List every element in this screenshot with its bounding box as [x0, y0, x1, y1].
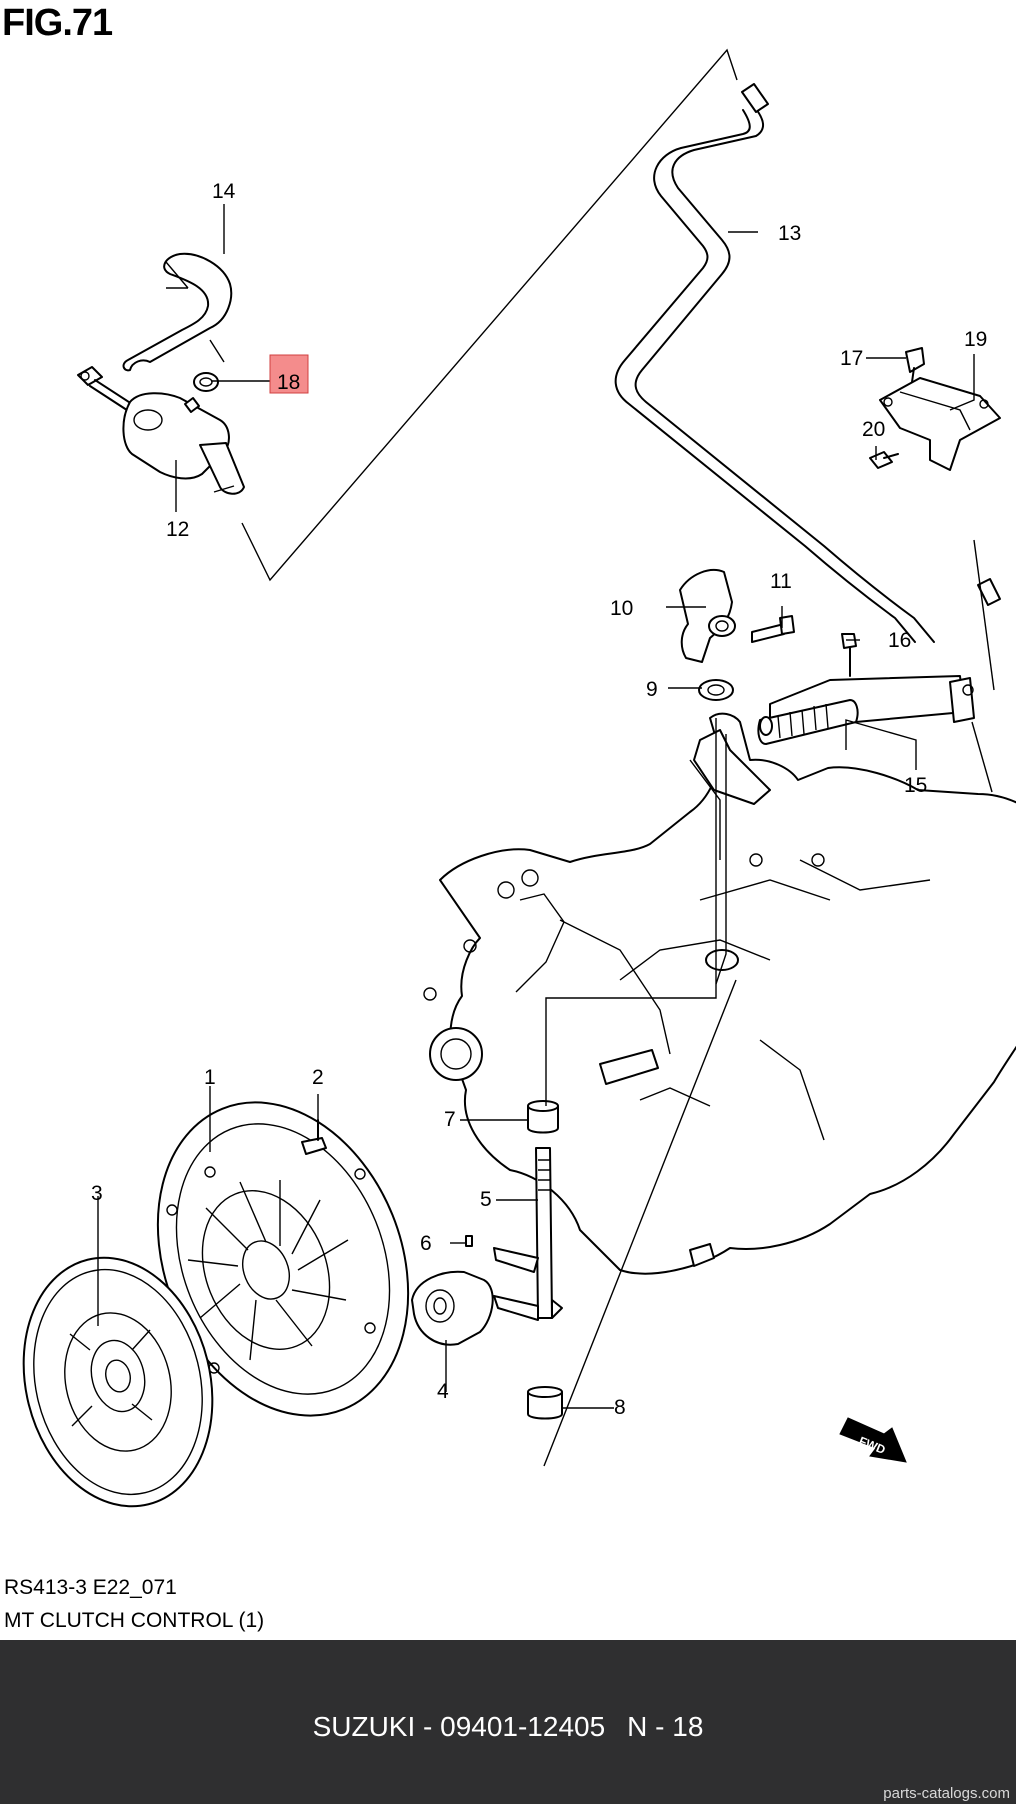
pin: [465, 1235, 473, 1247]
callout-5[interactable]: 5: [480, 1188, 492, 1211]
bracket-bolt-upper: [905, 347, 925, 383]
callout-2[interactable]: 2: [312, 1066, 324, 1089]
callout-6[interactable]: 6: [420, 1232, 432, 1255]
clutch-master-cylinder: [77, 366, 245, 495]
clutch-cover: [156, 1101, 410, 1417]
fwd-arrow-icon: FWD: [839, 1417, 907, 1463]
footer-ref: N - 18: [627, 1711, 704, 1742]
footer-site[interactable]: parts-catalogs.com: [883, 1785, 1010, 1802]
clutch-disc: [22, 1256, 214, 1508]
footer-part-number: SUZUKI - 09401-12405 N - 18: [0, 1711, 1016, 1743]
bracket-bolt-lower: [869, 451, 899, 469]
callout-7[interactable]: 7: [444, 1108, 456, 1131]
callout-16[interactable]: 16: [888, 629, 911, 652]
callout-17[interactable]: 17: [840, 347, 863, 370]
lever-bolt: [751, 615, 795, 643]
cylinder-bolt: [841, 633, 857, 677]
diagram-code: RS413-3 E22_071: [4, 1576, 177, 1599]
exploded-parts-diagram: FWD 1 2 3 4 5 6 7 8: [22, 48, 1016, 1508]
washer: [698, 679, 734, 701]
callout-15[interactable]: 15: [904, 774, 927, 797]
callout-3[interactable]: 3: [91, 1182, 103, 1205]
callout-18[interactable]: 18: [277, 371, 300, 394]
callout-19[interactable]: 19: [964, 328, 987, 351]
callouts: 1 2 3 4 5 6 7 8 9 10 11 12 13 14 15 16 1…: [91, 180, 987, 1419]
callout-20[interactable]: 20: [862, 418, 885, 441]
callout-9[interactable]: 9: [646, 678, 658, 701]
bushing-upper: [527, 1100, 559, 1134]
footer-brand-part: SUZUKI - 09401-12405: [312, 1711, 606, 1742]
callout-18-highlight[interactable]: 18: [269, 354, 309, 394]
pipe-bracket: [879, 377, 1001, 471]
release-lever: [679, 569, 736, 663]
hose-clamp: [193, 372, 219, 392]
callout-10[interactable]: 10: [610, 597, 633, 620]
diagram-name: MT CLUTCH CONTROL (1): [4, 1609, 265, 1632]
callout-8[interactable]: 8: [614, 1396, 626, 1419]
transmission-case: [423, 712, 1016, 1275]
leader-lines: [97, 204, 995, 1467]
callout-1[interactable]: 1: [204, 1066, 216, 1089]
callout-14[interactable]: 14: [212, 180, 236, 203]
callout-4[interactable]: 4: [437, 1380, 449, 1403]
callout-13[interactable]: 13: [778, 222, 801, 245]
callout-12[interactable]: 12: [166, 518, 189, 541]
bushing-lower: [527, 1386, 563, 1420]
footer-bar: SUZUKI - 09401-12405 N - 18 parts-catalog…: [0, 1640, 1016, 1804]
callout-11[interactable]: 11: [770, 570, 792, 593]
clutch-pipe: [614, 83, 1001, 643]
release-shaft: [493, 1147, 563, 1321]
figure-title: FIG.71: [2, 2, 113, 44]
reservoir-hose: [122, 252, 233, 372]
release-cylinder: [757, 675, 975, 745]
release-bearing: [411, 1270, 494, 1346]
cover-bolt: [301, 1119, 327, 1155]
